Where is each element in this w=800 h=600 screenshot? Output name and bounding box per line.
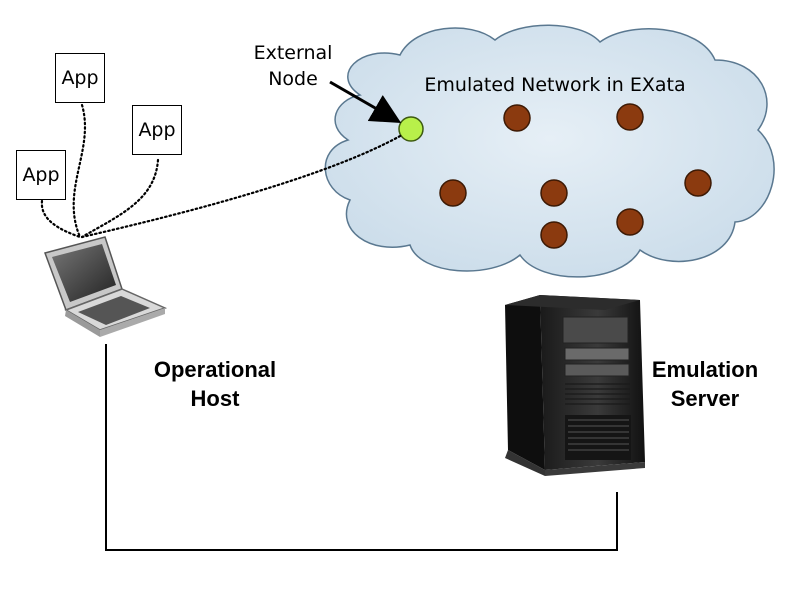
external-node-label-line1: External: [253, 42, 333, 64]
app-box: App: [16, 150, 66, 200]
host-label-line2: Host: [190, 386, 240, 411]
link-external-node: [80, 133, 404, 239]
app-box: App: [132, 105, 182, 155]
network-node: [540, 221, 568, 249]
emulation-server-label: Emulation Server: [630, 355, 780, 413]
network-node: [540, 179, 568, 207]
tower-server-icon: [505, 295, 645, 476]
network-nodes: [439, 103, 712, 249]
app-label: App: [22, 164, 60, 186]
link-app3: [40, 199, 82, 239]
network-node: [684, 169, 712, 197]
network-node: [616, 103, 644, 131]
emulated-network-cloud: [324, 24, 775, 278]
app-label: App: [138, 119, 176, 141]
dotted-links: [40, 103, 404, 239]
link-app2: [80, 158, 160, 239]
server-label-line2: Server: [670, 386, 740, 411]
operational-host-label: Operational Host: [120, 355, 310, 413]
external-node-label-line2: Node: [268, 68, 318, 90]
server-label-line1: Emulation: [651, 357, 759, 382]
app-box: App: [55, 53, 105, 103]
physical-connection-line: [105, 344, 618, 551]
network-node: [503, 104, 531, 132]
external-node: [398, 116, 424, 142]
host-label-line1: Operational: [153, 357, 277, 382]
laptop-icon: [44, 236, 168, 337]
network-node: [616, 208, 644, 236]
external-node-label: External Node: [243, 40, 343, 92]
network-node: [439, 179, 467, 207]
link-app1: [72, 103, 87, 239]
network-title: Emulated Network in EXata: [424, 74, 686, 96]
app-label: App: [61, 67, 99, 89]
external-node-arrow: [329, 80, 402, 123]
